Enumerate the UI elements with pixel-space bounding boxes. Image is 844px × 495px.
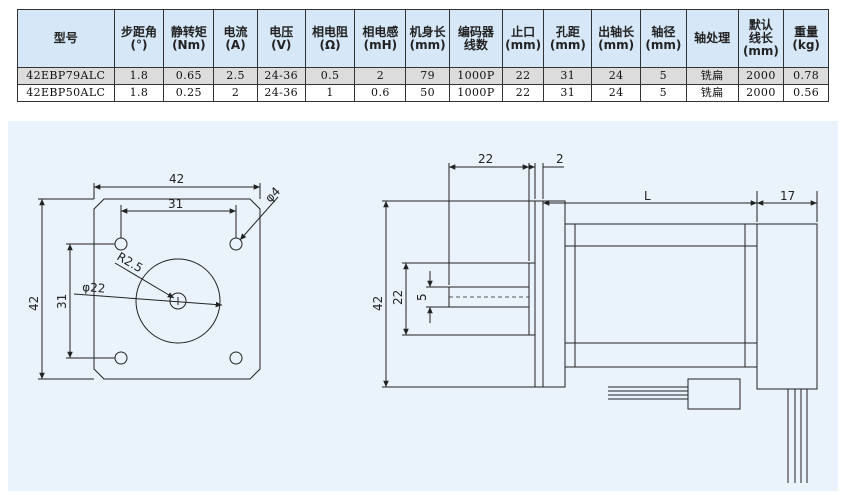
table-cell: 42EBP79ALC	[17, 67, 115, 85]
header-body-length: 机身长 (mm)	[405, 9, 450, 68]
header-voltage: 电压 (V)	[256, 9, 306, 68]
flange-outline	[93, 198, 261, 380]
motor-body	[542, 200, 566, 388]
table-cell: 24	[591, 84, 641, 102]
dim-5-side: 5	[415, 293, 429, 301]
header-shaft-length: 出轴长 (mm)	[591, 9, 641, 68]
header-weight: 重量 (kg)	[783, 9, 829, 68]
dim-42-side: 42	[371, 296, 385, 311]
front-view-labels: 42 31 φ4 R2.5 φ22 42 31	[27, 172, 283, 311]
header-step-angle: 步距角 (°)	[113, 9, 165, 68]
header-encoder-lines: 编码器 线数	[448, 9, 503, 68]
dim-22-side: 22	[391, 290, 405, 305]
table-cell: 5	[640, 84, 687, 102]
spec-table: 型号 步距角 (°) 静转矩 (Nm) 电流 (A) 电压 (V) 相电阻 (Ω…	[17, 9, 829, 102]
table-cell: 2	[354, 67, 407, 85]
table-cell: 铣扁	[685, 84, 739, 102]
header-current: 电流 (A)	[213, 9, 258, 68]
pilot-boss	[528, 262, 536, 336]
table-cell: 0.25	[163, 84, 215, 102]
encoder-housing	[756, 223, 818, 390]
header-hole-distance: 孔距 (mm)	[543, 9, 593, 68]
table-cell: 5	[640, 67, 687, 85]
table-cell: 22	[501, 67, 545, 85]
mount-hole-top-left	[114, 237, 128, 251]
table-cell: 2000	[737, 84, 785, 102]
table-cell: 42EBP50ALC	[17, 84, 115, 102]
shaft	[448, 286, 530, 308]
table-cell: 铣扁	[685, 67, 739, 85]
table-cell: 0.6	[354, 84, 407, 102]
dim-22-top: 22	[478, 152, 493, 166]
table-cell: 0.5	[304, 67, 356, 85]
table-cell: 1000P	[448, 67, 503, 85]
motor-stack	[564, 223, 758, 368]
header-pilot: 止口 (mm)	[501, 9, 545, 68]
header-shaft-treatment: 轴处理	[685, 9, 739, 68]
dim-pilot-diameter: φ22	[82, 280, 106, 296]
dim-31-left: 31	[55, 294, 69, 309]
dim-31-top: 31	[168, 197, 183, 211]
dim-42-top: 42	[169, 172, 184, 186]
dim-length-L: L	[644, 189, 651, 203]
table-cell: 22	[501, 84, 545, 102]
table-cell: 1	[304, 84, 356, 102]
side-view	[382, 163, 818, 483]
dimension-drawing: 42 31 φ4 R2.5 φ22 42 31	[27, 152, 818, 483]
table-cell: 24-36	[256, 84, 306, 102]
spec-table-container: 型号 步距角 (°) 静转矩 (Nm) 电流 (A) 电压 (V) 相电阻 (Ω…	[17, 9, 829, 102]
table-row: 42EBP79ALC 1.8 0.65 2.5 24-36 0.5 2 79 1…	[17, 67, 829, 85]
table-cell: 24	[591, 67, 641, 85]
mount-hole-bottom-right	[229, 351, 243, 365]
table-cell: 2	[213, 84, 258, 102]
table-cell: 1.8	[113, 67, 165, 85]
table-row: 42EBP50ALC 1.8 0.25 2 24-36 1 0.6 50 100…	[17, 84, 829, 102]
dim-hole-diameter: φ4	[262, 184, 283, 205]
table-cell: 0.65	[163, 67, 215, 85]
header-phase-inductance: 相电感 (mH)	[354, 9, 407, 68]
table-cell: 2000	[737, 67, 785, 85]
header-phase-resistance: 相电阻 (Ω)	[304, 9, 356, 68]
dim-2-top: 2	[556, 152, 564, 166]
mount-hole-bottom-left	[114, 351, 128, 365]
table-cell: 2.5	[213, 67, 258, 85]
dim-17: 17	[780, 189, 795, 203]
header-model: 型号	[17, 9, 115, 68]
header-cable-length: 默认 线长 (mm)	[737, 9, 785, 68]
table-cell: 24-36	[256, 67, 306, 85]
spec-header-row: 型号 步距角 (°) 静转矩 (Nm) 电流 (A) 电压 (V) 相电阻 (Ω…	[17, 9, 829, 68]
side-flange	[534, 200, 544, 388]
front-view	[38, 183, 279, 380]
table-cell: 79	[405, 67, 450, 85]
pilot-circle	[135, 258, 221, 344]
table-cell: 0.56	[783, 84, 829, 102]
cable-connector	[687, 378, 741, 410]
dim-42-left: 42	[27, 296, 41, 311]
header-holding-torque: 静转矩 (Nm)	[163, 9, 215, 68]
header-shaft-diameter: 轴径 (mm)	[640, 9, 687, 68]
table-cell: 1000P	[448, 84, 503, 102]
side-view-labels: 22 2 L 17 42 22 5	[371, 152, 795, 311]
dimension-drawing-panel: 42 31 φ4 R2.5 φ22 42 31	[8, 121, 838, 491]
table-cell: 1.8	[113, 84, 165, 102]
table-cell: 31	[543, 67, 593, 85]
table-cell: 0.78	[783, 67, 829, 85]
table-cell: 31	[543, 84, 593, 102]
table-cell: 50	[405, 84, 450, 102]
